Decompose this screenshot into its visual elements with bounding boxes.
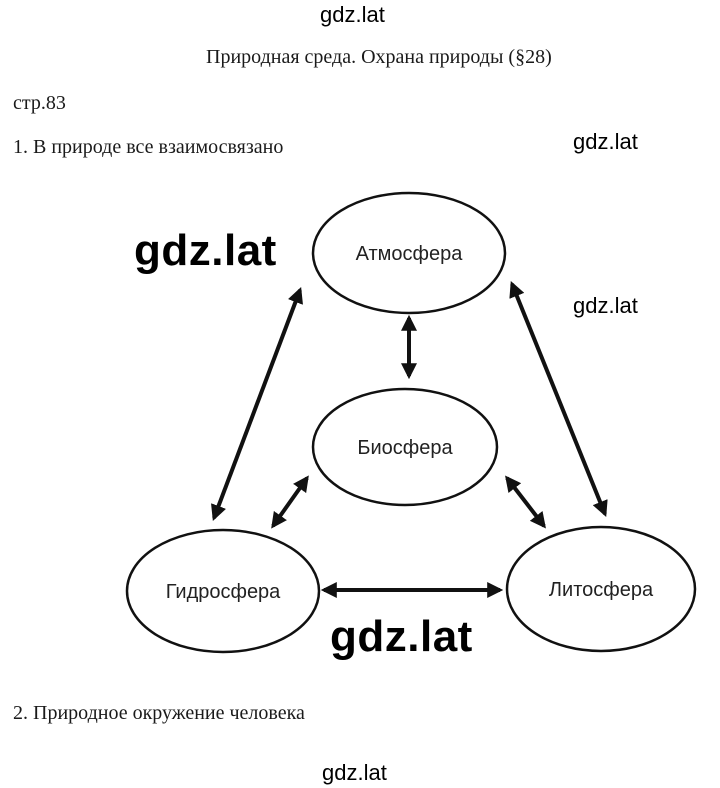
hydrosphere-label: Гидросфера (166, 581, 281, 603)
atmosphere-node (311, 191, 507, 315)
watermark-top: gdz.lat (320, 2, 385, 27)
task-2-heading: 2. Природное окружение человека (13, 702, 305, 724)
lithosphere-label: Литосфера (549, 579, 654, 601)
hydrosphere-node (125, 528, 321, 654)
watermark-big-bottom: gdz.lat (330, 612, 473, 661)
section-title: Природная среда. Охрана природы (§28) (206, 46, 552, 68)
arrow-biosphere-lithosphere (505, 475, 546, 529)
watermark-big-left: gdz.lat (134, 226, 277, 275)
watermark-right-1: gdz.lat (573, 129, 638, 154)
task-1-heading: 1. В природе все взаимосвязано (13, 136, 284, 158)
watermark-bottom: gdz.lat (322, 760, 387, 785)
arrow-biosphere-hydrosphere (271, 475, 309, 529)
biosphere-node (311, 387, 499, 507)
atmosphere-label: Атмосфера (356, 243, 464, 265)
arrow-atmosphere-lithosphere (509, 281, 608, 517)
arrow-atmosphere-hydrosphere (211, 287, 303, 521)
lithosphere-node (505, 525, 697, 653)
page-reference: стр.83 (13, 92, 66, 114)
biosphere-label: Биосфера (357, 437, 453, 459)
